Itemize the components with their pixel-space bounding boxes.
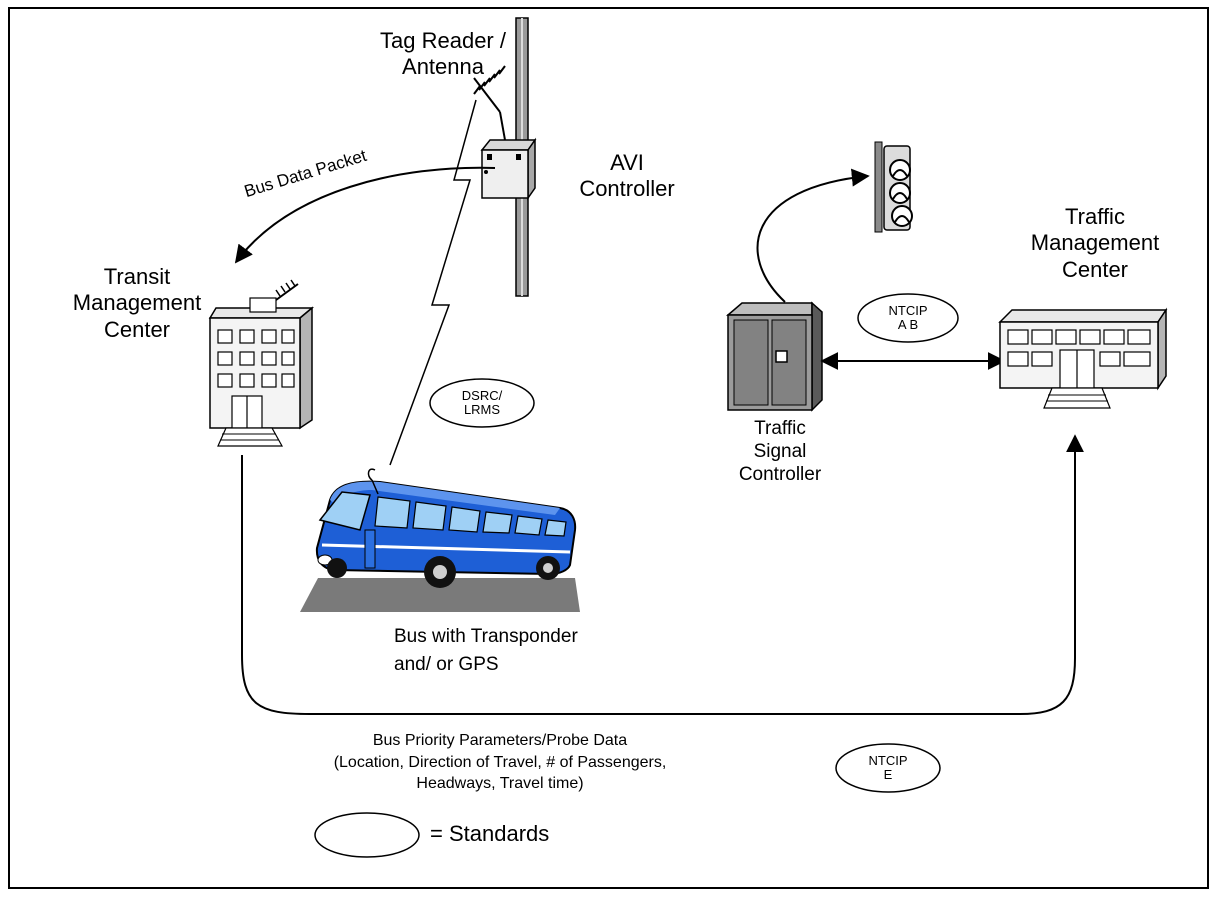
tsc-line-2: Signal — [753, 440, 807, 462]
tag-reader-label: Tag Reader / Antenna — [380, 28, 506, 81]
bus-line-1: Bus with Transponder — [394, 626, 578, 647]
tmc-line-3: Center — [1061, 256, 1129, 282]
ntcip-ab-line-2: A B — [897, 316, 919, 332]
bottom-data-label: Bus Priority Parameters/Probe Data (Loca… — [280, 730, 720, 795]
traffic-management-label: Traffic Management Center — [1020, 204, 1170, 283]
ntcip-ab-text: NTCIP A B — [868, 304, 948, 331]
tmc-line-1: Traffic — [1065, 204, 1125, 229]
dsrc-lrms-ellipse — [429, 378, 535, 428]
transit-management-building-icon — [208, 279, 315, 447]
dsrc-lrms-text: DSRC/ LRMS — [442, 389, 522, 416]
traffic-signal-controller-label: Traffic Signal Controller — [720, 418, 840, 486]
tmc-line-2: Management — [1030, 230, 1160, 256]
avi-controller-label: AVI Controller — [576, 150, 678, 203]
controller-line: Controller — [579, 176, 675, 202]
ntcip-e-line-2: E — [883, 766, 893, 782]
transit-line-2: Management — [72, 290, 202, 316]
dsrc-line: DSRC/ — [461, 388, 503, 403]
bus-label: Bus with Transponder and/ or GPS — [394, 623, 578, 678]
signal-control-arrow — [756, 168, 870, 303]
tag-reader-line: Tag Reader / — [380, 28, 506, 53]
ntcip-e-ellipse — [835, 743, 941, 793]
legend-ellipse — [314, 812, 420, 858]
bus-line-2: and/ or GPS — [394, 653, 499, 675]
ntcip-e-text: NTCIP E — [848, 754, 928, 781]
avi-line: AVI — [610, 150, 644, 175]
avi-controller-pole — [473, 17, 537, 297]
transit-line-3: Center — [103, 316, 171, 342]
bottom-line-3: Headways, Travel time) — [416, 775, 584, 793]
legend-label: = Standards — [430, 821, 550, 846]
ntcip-ab-ellipse — [857, 293, 959, 343]
bottom-line-1: Bus Priority Parameters/Probe Data — [372, 732, 628, 749]
diagram-frame — [8, 7, 1209, 889]
tsc-line-3: Controller — [738, 463, 822, 485]
ntcip-ab-line-1: NTCIP — [888, 303, 928, 318]
ntcip-e-line-1: NTCIP — [868, 753, 908, 768]
bus-priority-data-arrow — [241, 434, 1084, 715]
wireless-link — [389, 99, 477, 466]
tsc-line-1: Traffic — [754, 418, 806, 439]
bus-data-packet-arrow — [234, 166, 496, 264]
transit-management-label: Transit Management Center — [62, 264, 212, 343]
transit-line-1: Transit — [103, 264, 171, 289]
traffic-management-building-icon — [998, 307, 1168, 409]
antenna-line: Antenna — [402, 54, 484, 80]
bottom-line-2: (Location, Direction of Travel, # of Pas… — [333, 753, 667, 771]
traffic-signal-controller-icon — [725, 301, 823, 412]
lrms-line: LRMS — [463, 401, 501, 417]
bus-icon — [300, 468, 580, 612]
tag-reader-antenna-icon — [473, 65, 506, 95]
traffic-light-icon — [874, 141, 913, 233]
